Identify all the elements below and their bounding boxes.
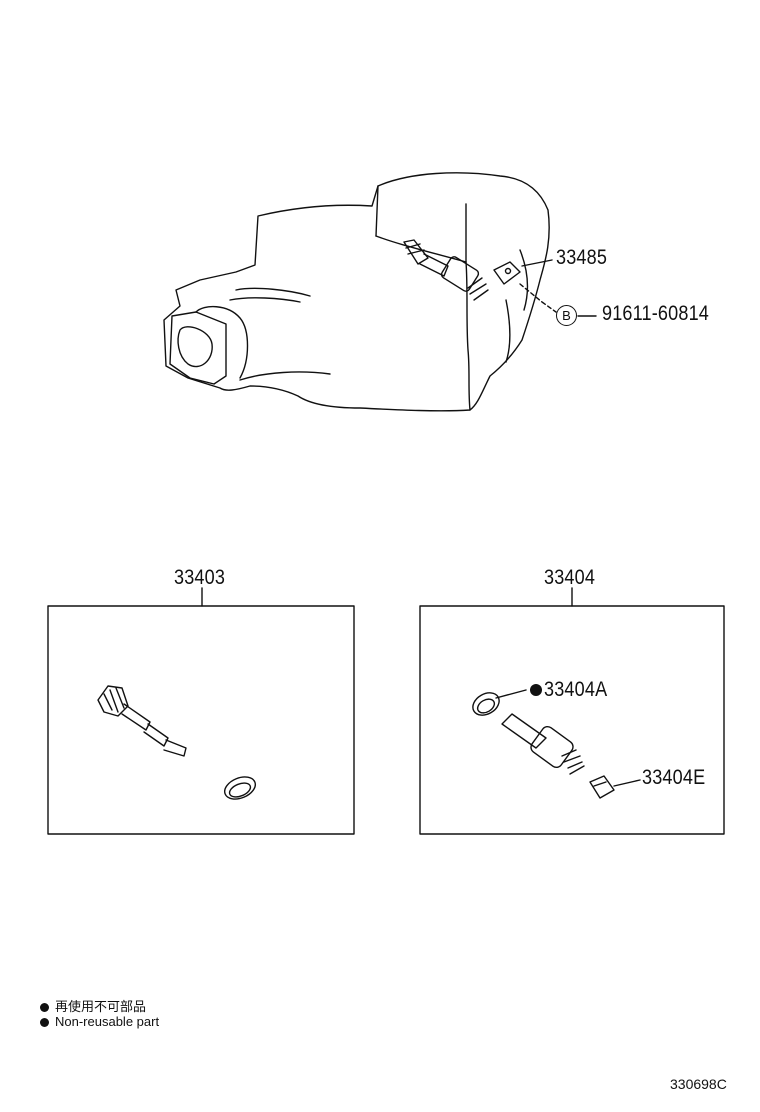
callout-33404E: 33404E: [642, 766, 706, 789]
bolt-marker-icon: B: [556, 305, 577, 326]
legend-dot-icon: [40, 1018, 49, 1028]
lock-plate: [493, 261, 521, 285]
kit-33404-title: 33404: [544, 566, 596, 589]
legend-en: Non-reusable part: [40, 1014, 159, 1029]
plug: [589, 775, 615, 799]
driven-gear: [97, 685, 129, 717]
legend-dot-icon: [40, 1003, 49, 1013]
legend-jp: 再使用不可部品: [40, 996, 146, 1015]
callout-33404A: 33404A: [544, 678, 608, 701]
flange: [169, 311, 227, 385]
kit-33403-box: [47, 605, 355, 835]
kit-33403-title: 33403: [174, 566, 226, 589]
callout-91611-60814: 91611-60814: [602, 302, 710, 325]
kit-33404-box: [419, 605, 725, 835]
o-ring-33403: [223, 776, 257, 800]
illustration-id: 330698C: [670, 1076, 727, 1092]
non-reusable-marker: [530, 684, 542, 696]
callout-33485: 33485: [556, 246, 608, 269]
driven-gear-installed: [403, 239, 429, 265]
o-ring-33404A: [472, 692, 500, 716]
sleeve: [501, 713, 547, 749]
transmission-housing: [163, 172, 550, 412]
